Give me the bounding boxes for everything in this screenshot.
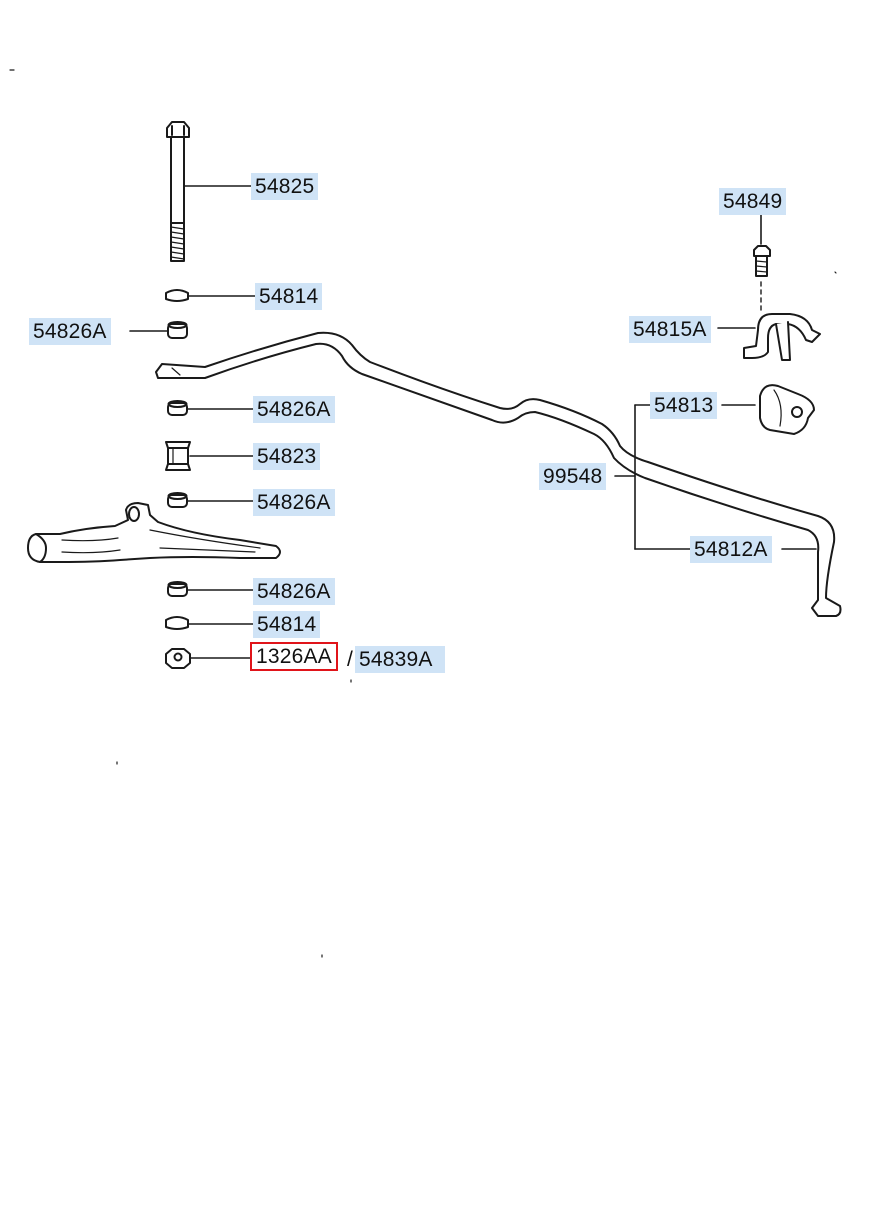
scan-specks [9, 69, 837, 958]
lower-control-arm-drawing [27, 502, 281, 563]
part-label-54826a-left[interactable]: 54826A [29, 318, 111, 345]
leader-bracket-99548 [614, 404, 817, 550]
bushing-54813-drawing [721, 384, 815, 435]
part-label-54826a-3[interactable]: 54826A [253, 578, 335, 605]
part-label-54814-bottom[interactable]: 54814 [253, 611, 321, 638]
nut-1326aa-drawing [165, 648, 191, 669]
part-label-54815a[interactable]: 54815A [629, 316, 711, 343]
bolt-54825-drawing [166, 121, 190, 262]
part-label-54814-top[interactable]: 54814 [255, 283, 323, 310]
part-label-54826a-1[interactable]: 54826A [253, 396, 335, 423]
part-label-54813[interactable]: 54813 [650, 392, 718, 419]
washer-54814-bottom-drawing [165, 616, 189, 630]
part-label-54825[interactable]: 54825 [251, 173, 319, 200]
part-label-54849[interactable]: 54849 [719, 188, 787, 215]
part-label-54839a[interactable]: 54839A [355, 646, 445, 673]
sleeve-54823-drawing [165, 441, 191, 471]
part-label-54812a[interactable]: 54812A [690, 536, 772, 563]
part-label-99548[interactable]: 99548 [539, 463, 607, 490]
leader-lines-left [129, 185, 259, 659]
bushing-54826a-1-drawing [167, 400, 188, 416]
part-label-54823[interactable]: 54823 [253, 443, 321, 470]
bushing-54826a-2-drawing [167, 492, 188, 508]
bolt-54849-drawing [753, 213, 771, 313]
bushing-54826a-left-drawing [167, 321, 188, 339]
washer-54814-top-drawing [165, 289, 189, 302]
bushing-54826a-3-drawing [167, 581, 188, 597]
part-label-separator: / [347, 648, 354, 671]
part-label-54826a-2[interactable]: 54826A [253, 489, 335, 516]
part-label-1326aa-selected[interactable]: 1326AA [250, 642, 338, 671]
stabilizer-bar-drawing [155, 331, 842, 617]
bracket-54815a-drawing [717, 313, 821, 361]
